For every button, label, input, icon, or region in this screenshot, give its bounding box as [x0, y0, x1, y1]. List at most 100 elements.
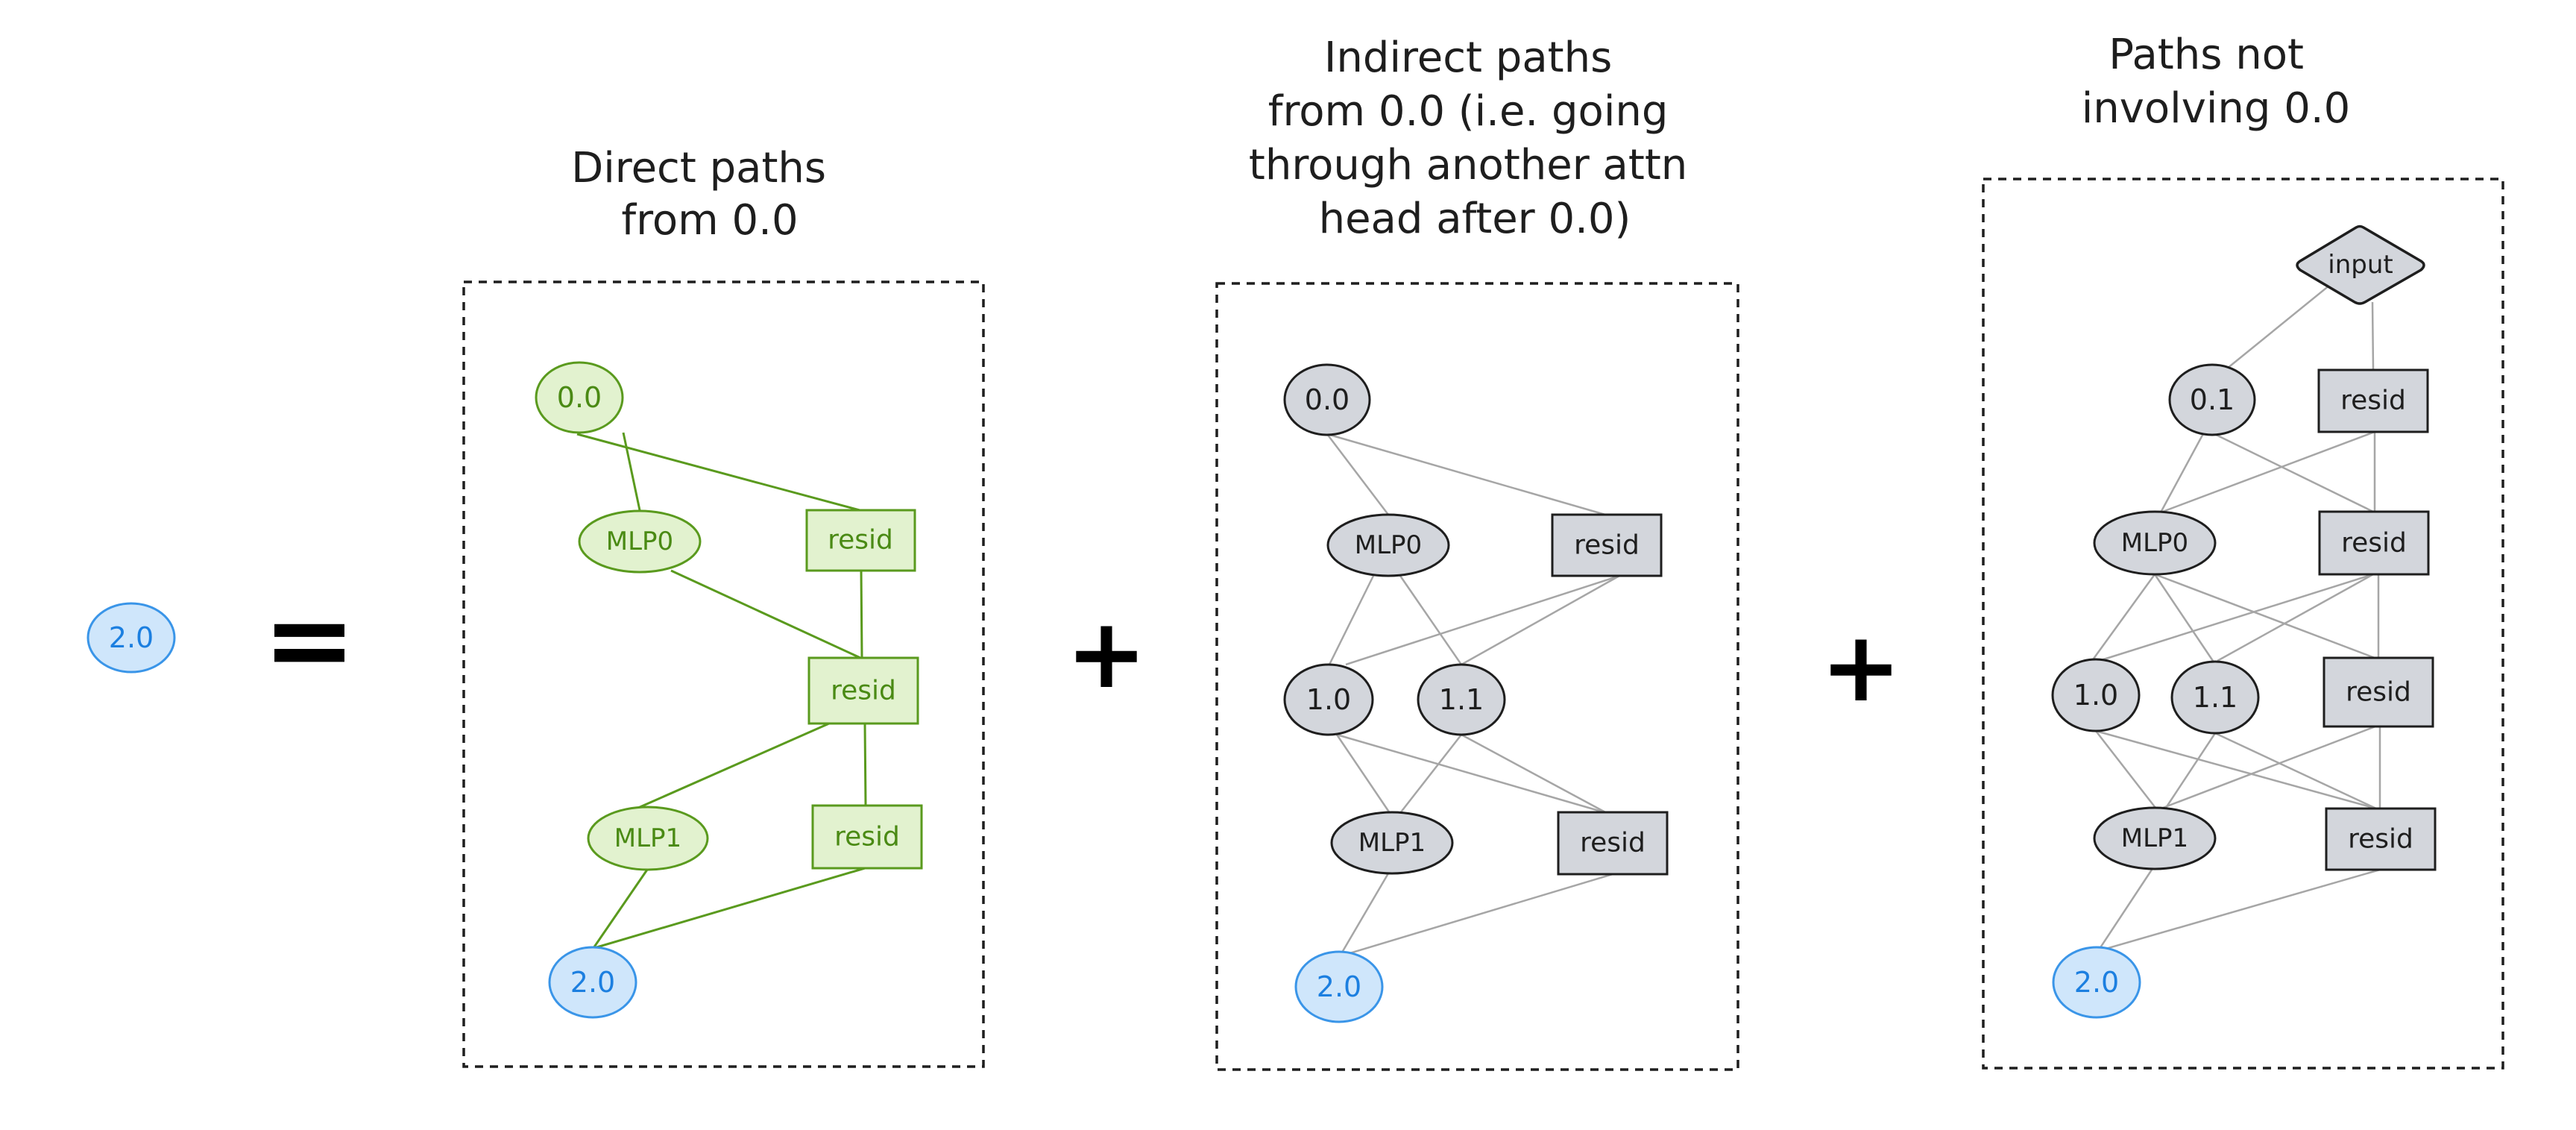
node-label: MLP1 — [2121, 823, 2188, 853]
edge — [1399, 734, 1462, 814]
panel-not-involving-node-resid-a: resid — [2317, 368, 2429, 433]
edge — [1336, 733, 1607, 814]
panel-not-involving-node-2-0: 2.0 — [2052, 946, 2141, 1019]
node-label: MLP0 — [606, 527, 673, 556]
edge — [1461, 733, 1607, 814]
panel-indirect-node-mlp1: MLP1 — [1330, 811, 1454, 875]
edge — [637, 722, 830, 809]
edge — [622, 432, 641, 511]
edge — [1326, 433, 1389, 515]
panel-indirect-title-line-4: head after 0.0) — [1319, 195, 1631, 243]
panel-not-involving-node-resid-d: resid — [2325, 807, 2437, 871]
node-label: resid — [1580, 828, 1646, 859]
panel-indirect-title-line-2: from 0.0 (i.e. going — [1268, 87, 1669, 136]
panel-not-involving-node-mlp1: MLP1 — [2093, 806, 2217, 870]
edge — [2097, 868, 2381, 952]
lhs-node-2-0: 2.0 — [86, 602, 176, 674]
panel-not-involving-node-mlp0: MLP0 — [2093, 510, 2217, 576]
panel-indirect-paths: Indirect paths from 0.0 (i.e. going thro… — [1215, 34, 1739, 1071]
panel-indirect-node-1-0: 1.0 — [1283, 663, 1374, 736]
edge — [1328, 575, 1375, 665]
node-label: 2.0 — [570, 966, 615, 999]
edge — [2095, 729, 2377, 810]
panel-direct-node-mlp1: MLP1 — [587, 806, 709, 871]
edge — [2154, 573, 2375, 659]
panel-not-involving-node-1-1: 1.1 — [2170, 660, 2260, 735]
plus-sign-2: + — [1821, 610, 1902, 723]
edge — [576, 433, 860, 512]
edge — [2217, 573, 2374, 662]
edge — [2371, 301, 2375, 371]
node-label: MLP0 — [1355, 530, 1422, 560]
panel-not-involving-node-1-0: 1.0 — [2051, 658, 2141, 732]
node-label: resid — [828, 525, 893, 556]
panel-indirect-node-mlp0: MLP0 — [1326, 513, 1450, 577]
panel-not-involving-node-resid-b: resid — [2318, 510, 2430, 576]
edge — [1461, 574, 1620, 666]
panel-indirect-edges — [1326, 433, 1620, 958]
panel-direct-title-line-2: from 0.0 — [621, 196, 798, 245]
plus-sign-1: + — [1066, 597, 1147, 710]
node-label: resid — [2348, 824, 2413, 855]
node-label: resid — [2346, 677, 2411, 708]
lhs-node-label: 2.0 — [109, 621, 154, 654]
node-label: 1.0 — [1306, 683, 1351, 716]
node-label: resid — [1574, 530, 1640, 561]
panel-indirect-title-line-1: Indirect paths — [1324, 34, 1612, 82]
equals-sign: = — [262, 575, 356, 705]
edge — [2164, 732, 2217, 809]
panel-direct-node-0-0: 0.0 — [535, 361, 624, 434]
node-label: 2.0 — [1317, 970, 1361, 1003]
panel-direct-node-2-0: 2.0 — [548, 946, 637, 1019]
panel-not-involving: Paths not involving 0.0 — [1982, 31, 2504, 1070]
panel-indirect-node-resid-b: resid — [1557, 811, 1669, 876]
node-label: 1.1 — [2193, 681, 2238, 714]
edge — [1399, 575, 1463, 665]
edge — [863, 723, 867, 806]
node-label: 1.1 — [1439, 683, 1484, 716]
edge — [670, 569, 861, 659]
node-label: 2.0 — [2074, 966, 2119, 999]
node-label: resid — [2341, 528, 2407, 559]
panel-direct-title: Direct paths from 0.0 — [571, 144, 840, 245]
panel-direct-edges — [576, 432, 867, 949]
node-label: MLP1 — [1358, 828, 1426, 858]
edge — [593, 867, 866, 949]
edge — [2092, 574, 2156, 659]
edge — [1339, 873, 1613, 958]
edge — [1326, 433, 1606, 516]
edge — [1345, 574, 1620, 666]
edge — [2159, 429, 2207, 513]
panel-not-involving-title: Paths not involving 0.0 — [2082, 31, 2351, 133]
node-label: 0.0 — [557, 381, 602, 414]
node-label: resid — [834, 822, 900, 853]
node-label: resid — [831, 676, 896, 706]
edge — [1338, 873, 1390, 957]
panel-indirect-title-line-3: through another attn — [1249, 141, 1687, 189]
edge — [2162, 725, 2376, 809]
edge — [2160, 430, 2375, 514]
edge — [2214, 732, 2377, 810]
edge — [2097, 869, 2153, 952]
panel-indirect-node-1-1: 1.1 — [1417, 663, 1506, 736]
panel-indirect-node-resid-a: resid — [1551, 513, 1663, 577]
panel-not-involving-title-line-2: involving 0.0 — [2082, 84, 2351, 133]
panel-direct-node-resid-b: resid — [807, 656, 919, 725]
panel-direct-title-line-1: Direct paths — [571, 144, 826, 192]
edge — [592, 869, 649, 949]
panel-direct-node-resid-a: resid — [805, 509, 916, 572]
node-label: 0.1 — [2190, 383, 2235, 416]
panel-not-involving-node-input: input — [2296, 225, 2425, 305]
panel-not-involving-node-0-1: 0.1 — [2168, 363, 2256, 436]
panel-direct-node-mlp0: MLP0 — [578, 509, 702, 574]
edge — [2205, 428, 2374, 513]
edge — [2153, 574, 2216, 664]
edge — [860, 570, 863, 659]
node-label: MLP0 — [2121, 528, 2188, 558]
panel-direct-paths: Direct paths from 0.0 0.0 MLP0 resid — [462, 144, 985, 1068]
panel-indirect-node-2-0: 2.0 — [1294, 950, 1384, 1023]
panel-not-involving-node-resid-c: resid — [2323, 656, 2434, 728]
node-label: 1.0 — [2073, 679, 2118, 712]
panel-indirect-frame — [1215, 282, 1739, 1071]
